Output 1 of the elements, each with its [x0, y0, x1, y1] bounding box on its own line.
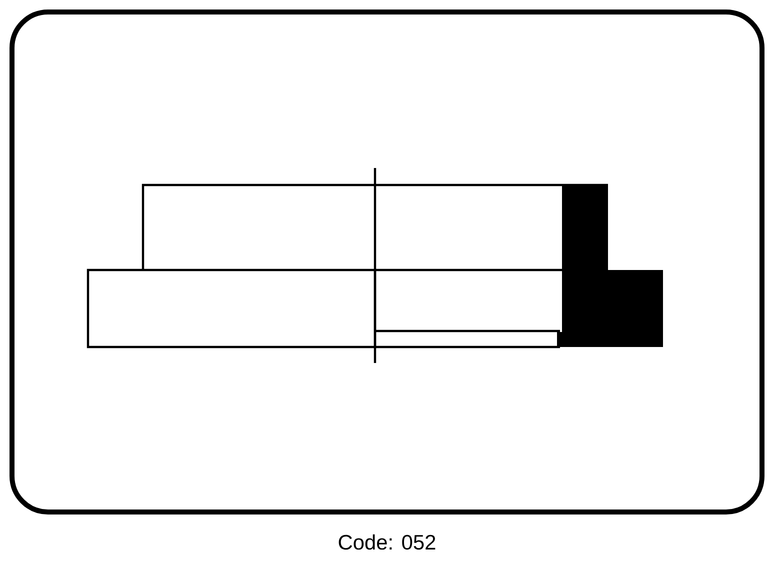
- caption: Code: 052: [338, 534, 436, 550]
